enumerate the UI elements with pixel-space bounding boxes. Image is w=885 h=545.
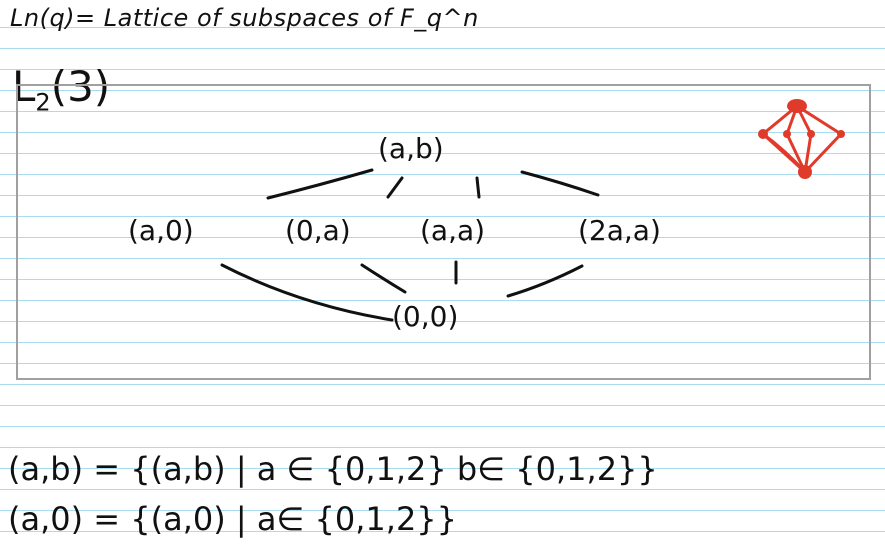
edge-0a-bottom — [360, 263, 407, 294]
box-title-arg: (3) — [50, 62, 111, 111]
definition-line-1: (a,b) = {(a,b) | a ∈ {0,1,2} b∈ {0,1,2}} — [8, 450, 658, 488]
edge-2aa-bottom — [506, 264, 584, 298]
edge-top-aa — [475, 176, 481, 199]
edge-top-0a — [386, 176, 404, 199]
page-header: Ln(q)= Lattice of subspaces of F_q^n — [10, 4, 479, 32]
edge-top-a0 — [266, 168, 374, 200]
edge-a0-bottom — [220, 263, 394, 322]
edge-top-2aa — [520, 170, 600, 197]
node-bottom: (0,0) — [392, 300, 459, 333]
node-middle-4: (2a,a) — [578, 214, 661, 247]
node-middle-1: (a,0) — [128, 214, 194, 247]
lattice-frame — [16, 84, 871, 380]
hasse-diagram-icon — [758, 99, 845, 179]
box-title-subscript: 2 — [35, 88, 51, 117]
node-middle-2: (0,a) — [285, 214, 351, 247]
definition-line-2: (a,0) = {(a,0) | a∈ {0,1,2}} — [8, 500, 458, 538]
node-top: (a,b) — [378, 132, 444, 165]
node-middle-3: (a,a) — [420, 214, 486, 247]
